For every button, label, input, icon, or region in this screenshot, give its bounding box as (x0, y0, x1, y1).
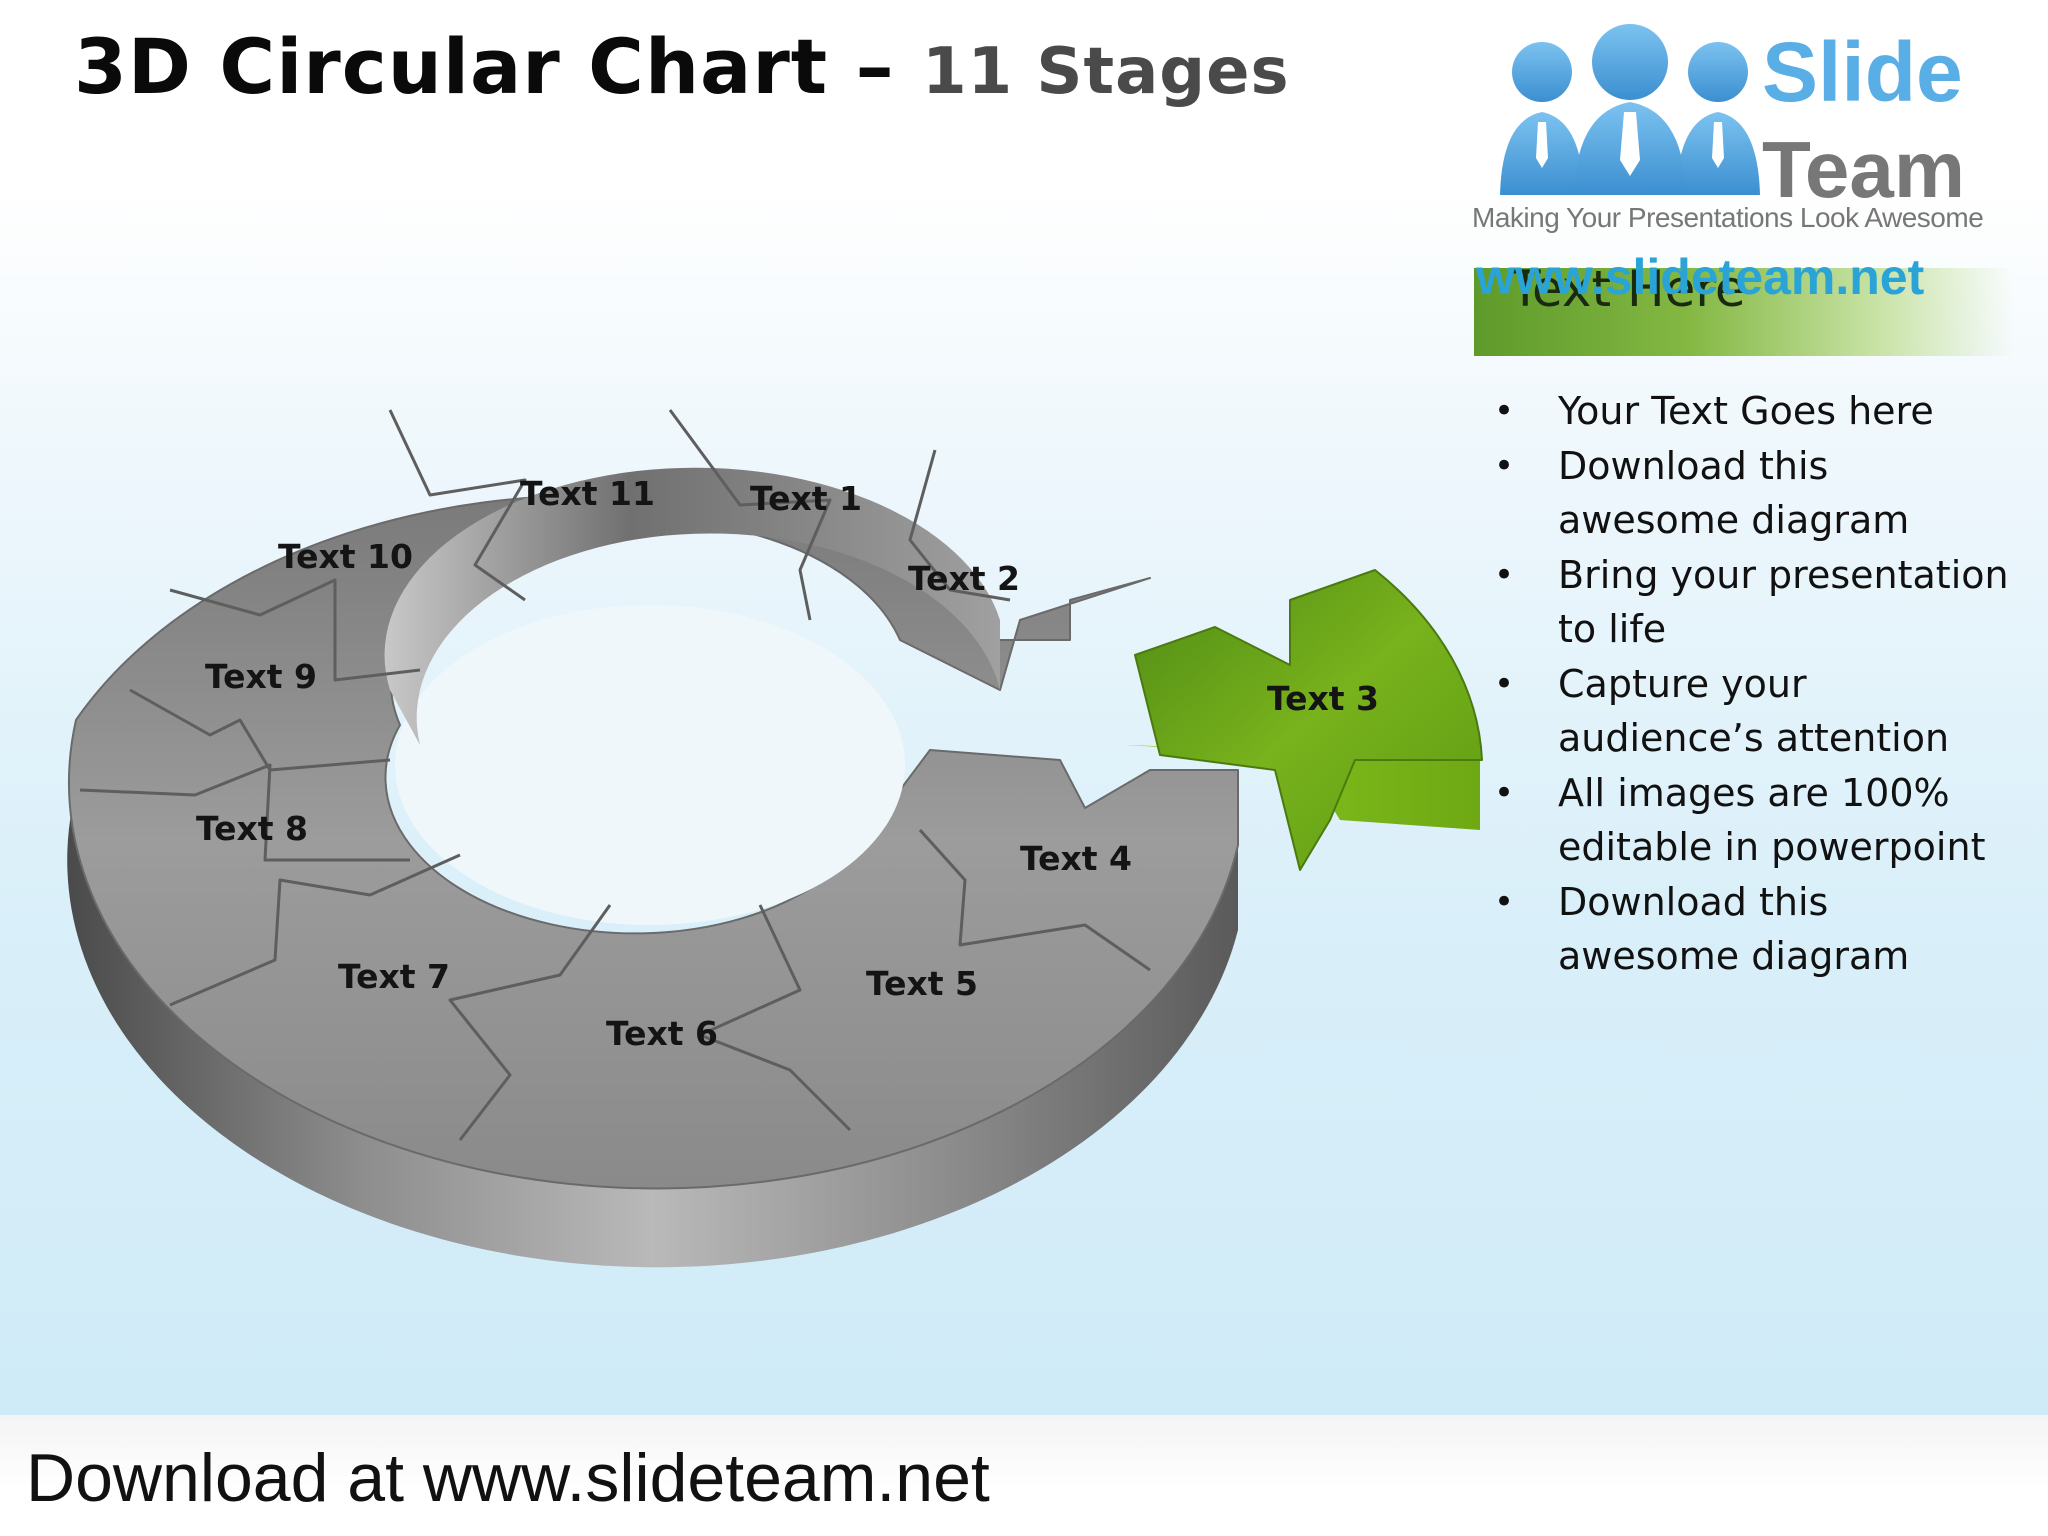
bullet-item: All images are 100% editable in powerpoi… (1490, 766, 2010, 875)
logo-word-team: Team (1762, 125, 1966, 214)
slide-title: 3D Circular Chart – 11 Stages (74, 22, 1290, 111)
stage-label-3: Text 3 (1267, 679, 1379, 718)
bullet-item: Download this awesome diagram (1490, 875, 2010, 984)
panel-header: Text Here (1474, 268, 2014, 356)
title-sub: 11 Stages (922, 35, 1290, 109)
stage3-segment[interactable] (1134, 569, 1483, 871)
footer: Download at www.slideteam.net (0, 1415, 2048, 1536)
stage3-side (1125, 745, 1480, 830)
bullet-item: Bring your presentation to life (1490, 548, 2010, 657)
logo-tagline: Making Your Presentations Look Awesome (1472, 202, 1984, 233)
panel-header-text: Text Here (1510, 268, 1746, 318)
ring-hole (395, 605, 905, 925)
stage-label-9: Text 9 (205, 657, 317, 696)
bullet-item: Your Text Goes here (1490, 384, 2010, 439)
bullet-list: Your Text Goes here Download this awesom… (1490, 384, 2010, 984)
stage-label-11: Text 11 (520, 474, 655, 513)
people-icon (1500, 24, 1760, 195)
bullet-item: Download this awesome diagram (1490, 439, 2010, 548)
stage-label-5: Text 5 (866, 964, 978, 1003)
footer-text[interactable]: Download at www.slideteam.net (26, 1440, 990, 1516)
slide: 3D Circular Chart – 11 Stages Slide Team… (0, 0, 2048, 1415)
segment-dividers (79, 409, 1151, 1141)
stage-label-1: Text 1 (750, 479, 862, 518)
stage-label-10: Text 10 (278, 537, 413, 576)
stage-label-4: Text 4 (1020, 839, 1132, 878)
bullet-item: Capture your audience’s attention (1490, 657, 2010, 766)
stage-label-6: Text 6 (606, 1014, 718, 1053)
title-main: 3D Circular Chart – (74, 22, 895, 111)
logo-word-slide: Slide (1762, 25, 1963, 119)
slideteam-logo: Slide Team Making Your Presentations Loo… (1470, 20, 2010, 310)
circular-chart: Text 1 Text 2 Text 3 Text 4 Text 5 Text … (67, 409, 1483, 1268)
ring-inner-wall (384, 467, 1001, 745)
stage-label-7: Text 7 (338, 957, 450, 996)
stage-label-8: Text 8 (196, 809, 308, 848)
logo-url[interactable]: www.slideteam.net (1476, 249, 1925, 305)
stage-label-2: Text 2 (908, 559, 1020, 598)
